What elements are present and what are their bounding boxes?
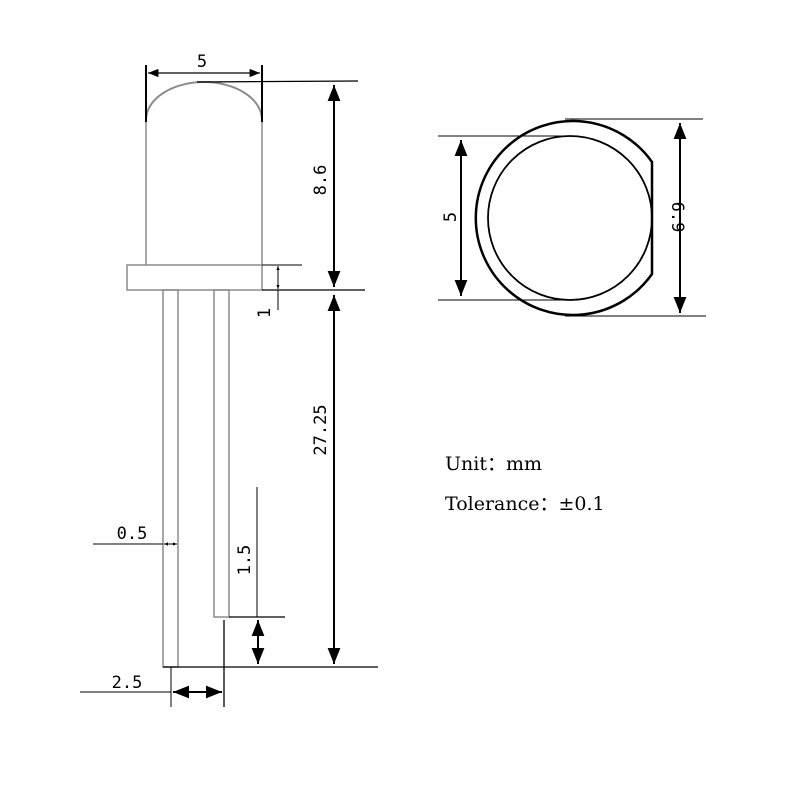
- lead-short: [213, 289, 230, 618]
- led-top-view: [438, 118, 706, 317]
- side-dimensions: [80, 65, 378, 707]
- lead-long: [162, 289, 179, 668]
- dim-lead-width: 0.5: [117, 524, 148, 544]
- dim-lead-offset: 1.5: [235, 545, 255, 576]
- dim-flange-height: 1: [255, 308, 275, 318]
- dim-outer-diameter: 6.9: [667, 202, 687, 233]
- led-side-view: [126, 81, 263, 668]
- inner-body-circle: [487, 135, 653, 301]
- led-dome: [145, 81, 263, 121]
- led-flange: [126, 264, 263, 291]
- dim-inner-diameter: 5: [441, 212, 461, 222]
- dim-body-diameter: 5: [197, 52, 207, 72]
- dim-lead-length: 27.25: [311, 404, 331, 455]
- dim-body-height: 8.6: [311, 165, 331, 196]
- tolerance-note: Tolerance：±0.1: [445, 493, 605, 515]
- outer-flange-outline: [474, 119, 654, 317]
- unit-note: Unit：mm: [445, 453, 542, 475]
- dim-lead-spacing: 2.5: [112, 673, 143, 693]
